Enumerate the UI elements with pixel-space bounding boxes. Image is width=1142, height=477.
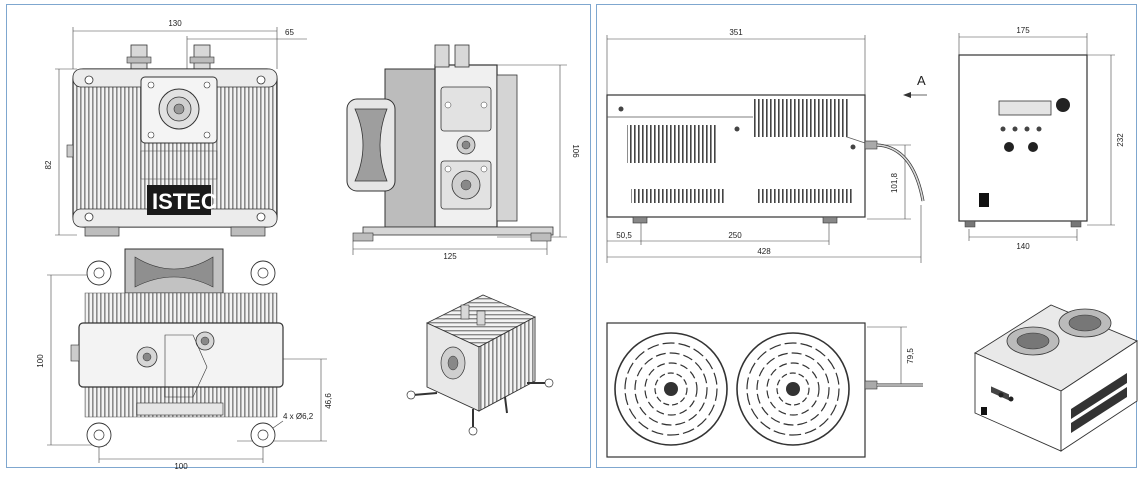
dim-front-width: 130	[168, 19, 182, 28]
side-view: 106 125	[346, 44, 580, 261]
front-view: ISTEC 130 65 82	[44, 19, 307, 237]
logo-text: ISTEC	[152, 189, 217, 214]
dim-bottom-holes: 4 x Ø6,2	[283, 412, 314, 421]
dim-bottom-hole-spacing: 100	[174, 462, 188, 469]
dim-bottom-hole-offset: 46,6	[324, 393, 333, 409]
dim-cabinet-foot-spacing: 250	[728, 231, 742, 240]
dim-front-height: 82	[44, 160, 53, 169]
view-arrow-label: A	[917, 73, 926, 88]
fan-left-icon	[614, 332, 728, 446]
dim-cabinet-foot-offset: 50,5	[616, 231, 632, 240]
cabinet-isometric-view	[974, 304, 1138, 452]
bottom-view: 100 46,6 4 x Ø6,2 100	[36, 248, 333, 469]
left-drawings-svg: ISTEC 130 65 82	[36, 19, 580, 469]
dim-top-cable-offset: 79,5	[906, 348, 915, 364]
dim-cabinet-top-length: 351	[729, 28, 743, 37]
fan-right-icon	[736, 332, 850, 446]
dim-cabinet-total-length: 428	[757, 247, 771, 256]
istec-logo	[147, 185, 211, 215]
right-drawings-svg: A 351 101,8 50,5 250 428 175 232 140	[606, 26, 1138, 458]
left-drawing-panel: ISTEC 130 65 82	[6, 4, 591, 469]
cabinet-side-view: A 351 101,8 50,5 250 428	[606, 28, 927, 263]
dim-bottom-height: 100	[36, 354, 45, 368]
cabinet-front-view: 175 232 140	[958, 26, 1125, 251]
dim-side-height: 106	[571, 144, 580, 158]
right-drawing-panel: A 351 101,8 50,5 250 428 175 232 140	[596, 4, 1138, 468]
dim-front-offset-right: 65	[285, 28, 294, 37]
dim-front-cabinet-foot-spacing: 140	[1016, 242, 1030, 251]
dim-front-cabinet-width: 175	[1016, 26, 1030, 35]
cabinet-top-view: 79,5	[606, 322, 923, 458]
dim-front-cabinet-height: 232	[1116, 133, 1125, 147]
isometric-view	[406, 294, 554, 436]
dim-cabinet-cable-height: 101,8	[890, 172, 899, 193]
dim-side-base-width: 125	[443, 252, 457, 261]
